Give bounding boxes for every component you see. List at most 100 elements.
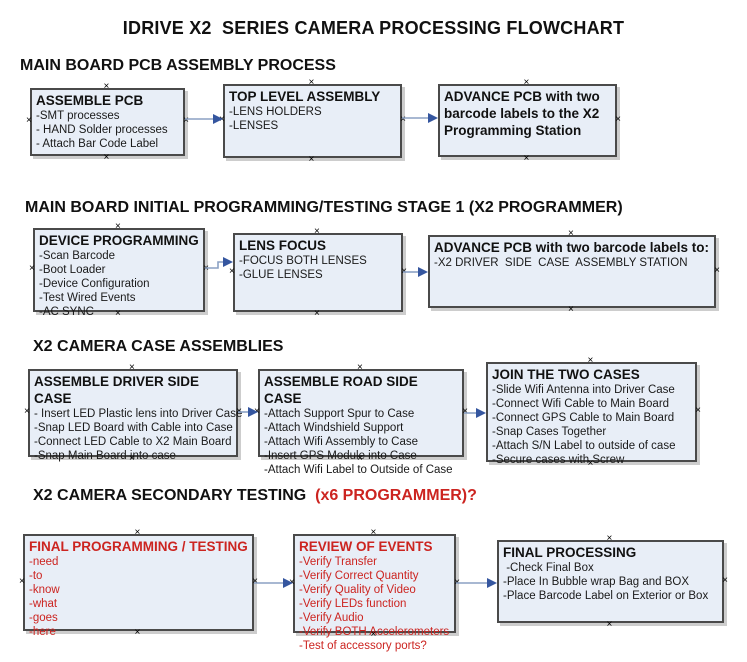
connector-handle-icon: × (695, 405, 701, 416)
box-line: -goes (29, 612, 58, 624)
box-title: ASSEMBLE ROAD SIDE CASE (264, 374, 418, 406)
box-line: -LENS HOLDERS (229, 106, 322, 118)
box-line: -Place In Bubble wrap Bag and BOX (503, 576, 690, 588)
flow-arrow (205, 257, 233, 269)
flow-box-device-programming: × × × × DEVICE PROGRAMMING -Scan Barcode… (29, 222, 209, 319)
box-line: -Test of accessory ports? (299, 640, 427, 652)
connector-handle-icon: × (568, 304, 574, 315)
box-line: -Attach S/N Label to outside of case (492, 440, 676, 452)
connector-handle-icon: × (370, 527, 377, 538)
connector-handle-icon: × (568, 228, 574, 239)
box-line: -GLUE LENSES (239, 269, 323, 281)
box-line: -know (29, 584, 60, 596)
box-line: -Snap LED Board with Cable into Case (34, 422, 233, 434)
box-line: -Verify Transfer (299, 556, 377, 568)
connector-handle-icon: × (103, 81, 110, 92)
connector-handle-icon: × (314, 308, 320, 319)
box-line: -Scan Barcode (39, 250, 116, 262)
connector-handle-icon: × (523, 77, 530, 88)
flow-box-assemble-pcb: × × × × ASSEMBLE PCB -SMT processes - HA… (26, 82, 189, 163)
box-title: LENS FOCUS (239, 238, 327, 253)
connector-handle-icon: × (314, 226, 320, 237)
connector-handle-icon: × (462, 406, 468, 417)
connector-handle-icon: × (401, 265, 407, 277)
flow-arrow (403, 267, 428, 277)
connector-handle-icon: × (714, 264, 720, 276)
flow-box-advance-pcb-programming-station: × × × ADVANCE PCB with two barcode label… (438, 78, 621, 164)
box-line: -SMT processes (36, 110, 120, 122)
connector-handle-icon: × (400, 114, 406, 125)
section-heading-red-part: (x6 PROGRAMMER)? (315, 487, 477, 504)
box-title: REVIEW OF EVENTS (299, 539, 433, 554)
section-heading-secondary-testing: X2 CAMERA SECONDARY TESTING (x6 PROGRAMM… (33, 487, 477, 505)
box-line: -to (29, 570, 43, 582)
box-line: -Insert GPS Module into Case (264, 450, 417, 462)
box-line: -LENSES (229, 120, 279, 132)
box-line: -Place Barcode Label on Exterior or Box (503, 590, 709, 602)
box-line: -AC SYNC (39, 306, 94, 318)
box-line: -Snap Main Board into case (34, 450, 176, 462)
connector-handle-icon: × (115, 308, 121, 319)
box-title: ASSEMBLE PCB (36, 93, 144, 108)
box-title: JOIN THE TWO CASES (492, 367, 640, 382)
box-line: -Attach Wifi Label to Outside of Case (264, 464, 453, 476)
box-line: -Check Final Box (503, 562, 594, 574)
connector-handle-icon: × (587, 458, 594, 469)
connector-handle-icon: × (370, 629, 377, 640)
box-line: -here (29, 626, 56, 638)
box-title: FINAL PROGRAMMING / TESTING (29, 539, 248, 554)
flow-arrow (464, 408, 486, 418)
connector-handle-icon: × (615, 113, 621, 125)
box-line: - Attach Bar Code Label (36, 138, 159, 150)
flow-box-review-of-events: × × × × REVIEW OF EVENTS -Verify Transfe… (289, 528, 460, 653)
connector-handle-icon: × (454, 576, 460, 588)
flow-box-assemble-road-side-case: × × × × ASSEMBLE ROAD SIDE CASE -Attach … (254, 363, 468, 477)
box-line: -Verify LEDs function (299, 598, 407, 610)
connector-handle-icon: × (357, 362, 363, 373)
box-line: -Secure cases with Screw (492, 454, 625, 466)
flow-box-advance-pcb-driver-side-station: × × × ADVANCE PCB with two barcode label… (428, 229, 720, 315)
connector-handle-icon: × (289, 576, 295, 588)
connector-handle-icon: × (523, 153, 530, 164)
flow-arrow (238, 407, 258, 417)
box-line: -Device Configuration (39, 278, 150, 290)
box-line: -Verify Correct Quantity (299, 570, 419, 582)
flow-arrow (254, 578, 293, 588)
connector-handle-icon: × (606, 533, 613, 544)
box-line: -Connect Wifi Cable to Main Board (492, 398, 670, 410)
connector-handle-icon: × (134, 527, 141, 538)
box-line: -Attach Wifi Assembly to Case (264, 436, 419, 448)
flow-arrow (402, 113, 438, 123)
box-title: FINAL PROCESSING (503, 545, 637, 560)
box-line: - Insert LED Plastic lens into Driver Ca… (34, 408, 243, 420)
flow-box-assemble-driver-side-case: × × × × ASSEMBLE DRIVER SIDE CASE - Inse… (24, 363, 243, 464)
connector-handle-icon: × (129, 453, 135, 464)
box-line: -Snap Cases Together (492, 426, 607, 438)
box-line: -Attach Support Spur to Case (264, 408, 415, 420)
flow-box-top-level-assembly: × × × × TOP LEVEL ASSEMBLY -LENS HOLDERS… (219, 78, 406, 165)
connector-handle-icon: × (129, 362, 135, 373)
connector-handle-icon: × (103, 152, 110, 163)
flow-arrow (456, 578, 497, 588)
section-heading-pcb-assembly: MAIN BOARD PCB ASSEMBLY PROCESS (20, 57, 336, 74)
section-heading-case-assemblies: X2 CAMERA CASE ASSEMBLIES (33, 338, 284, 355)
connector-handle-icon: × (606, 619, 613, 630)
box-line: -need (29, 556, 59, 568)
box-line: -Verify BOTH Accelerometers (299, 626, 450, 638)
box-line: -Verify Audio (299, 612, 364, 624)
connector-handle-icon: × (722, 574, 728, 586)
box-line: -FOCUS BOTH LENSES (239, 255, 367, 267)
box-line: -what (29, 598, 58, 610)
connector-handle-icon: × (308, 154, 315, 165)
box-title: ADVANCE PCB with two barcode labels to: (434, 240, 710, 255)
connector-handle-icon: × (26, 115, 32, 126)
connector-handle-icon: × (29, 263, 35, 274)
connector-handle-icon: × (308, 77, 315, 88)
flow-box-final-programming-testing: × × × × FINAL PROGRAMMING / TESTING -nee… (19, 528, 258, 639)
box-line: - HAND Solder processes (36, 124, 168, 136)
box-line: -X2 DRIVER SIDE CASE ASSEMBLY STATION (434, 257, 688, 269)
section-heading-initial-programming: MAIN BOARD INITIAL PROGRAMMING/TESTING S… (25, 199, 623, 216)
connector-handle-icon: × (115, 221, 121, 232)
connector-handle-icon: × (183, 115, 189, 126)
box-title: DEVICE PROGRAMMING (39, 233, 199, 248)
